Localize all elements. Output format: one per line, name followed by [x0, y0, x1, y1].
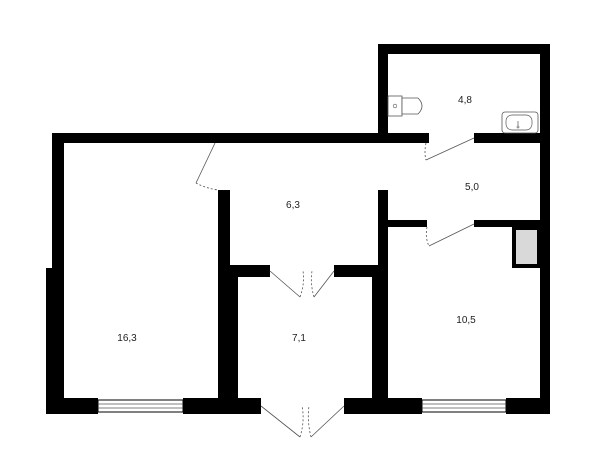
wall-top-right: [474, 133, 550, 143]
wall-bottom-2: [183, 398, 261, 414]
area-label-living: 16,3: [117, 333, 137, 344]
wall-entry-top-left: [230, 265, 270, 277]
window-bedroom: [421, 399, 507, 413]
door-bedroom[interactable]: [425, 223, 475, 247]
walls: [46, 44, 550, 414]
wall-bottom-4: [506, 398, 550, 414]
built-in-cabinet: [512, 227, 540, 268]
wall-bedroom-top-left: [378, 220, 427, 227]
area-label-corridor: 5,0: [465, 182, 479, 193]
wall-entry-left: [230, 277, 238, 398]
wall-bottom-1: [52, 398, 98, 414]
wall-bedroom-top-right: [474, 220, 550, 227]
wall-bottom-3: [344, 398, 422, 414]
area-label-entry: 7,1: [292, 333, 306, 344]
door-entry-inner[interactable]: [269, 270, 335, 298]
wall-bedroom-left: [378, 190, 388, 398]
wall-bath-left: [378, 44, 388, 143]
area-label-bathroom: 4,8: [458, 95, 472, 106]
toilet-icon: [387, 95, 423, 117]
sink-icon: [501, 111, 539, 134]
wall-hall-left: [218, 190, 230, 398]
door-living[interactable]: [195, 142, 219, 191]
wall-bath-top: [378, 44, 550, 54]
area-label-bedroom: 10,5: [456, 315, 476, 326]
wall-left-stub: [46, 268, 54, 414]
wall-entry-top-right: [334, 265, 384, 277]
door-entrance[interactable]: [260, 405, 345, 438]
wall-top-left: [52, 133, 429, 143]
area-label-hall: 6,3: [286, 200, 300, 211]
window-living: [97, 399, 184, 413]
wall-left: [52, 133, 64, 414]
door-bathroom[interactable]: [424, 137, 475, 161]
wall-right: [540, 44, 550, 414]
